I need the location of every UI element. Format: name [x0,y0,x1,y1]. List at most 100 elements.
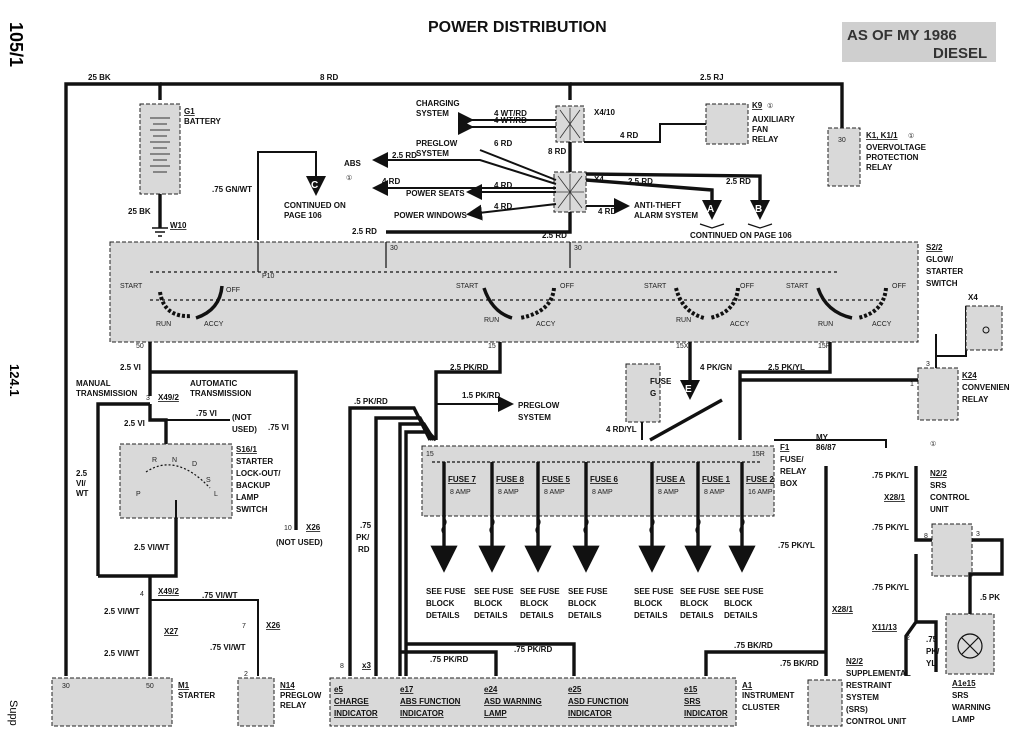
switch-run: RUN [818,321,833,328]
switch-accy: ACCY [872,321,892,328]
wire-to-a [585,178,714,200]
connector-x28-1b: X28/1 [832,605,853,614]
connector-x49-2: X49/2 [158,393,179,402]
switch-inputs [257,242,571,272]
wire-label: 4 RD [382,177,400,186]
starter-label: STARTER [178,691,215,700]
label-not-used: (NOT USED) [276,538,323,547]
fuse-see-details: SEE FUSE [568,587,608,596]
srs-label: SUPPLEMENTAL [846,669,911,678]
wire-label: 2.5 VI/WT [104,607,140,616]
wire-label: 4 RD [620,131,638,140]
indicator-e5-label: INDICATOR [334,709,378,718]
terminal: 30 [390,245,398,252]
switch-letter: S [206,477,211,484]
wire-label: .75 BK/RD [734,641,773,650]
connector-x26: X26 [306,523,321,532]
battery-id: G1 [184,107,195,116]
fuse-name: FUSE 8 [496,475,525,484]
wire-label: .75 PK/RD [430,655,468,664]
callout-c-label: C [311,180,318,191]
relay-k9-label: AUXILIARY [752,115,795,124]
indicator-e17-label: INDICATOR [400,709,444,718]
indicator-e24-label: ASD WARNING [484,697,542,706]
fuse-link [695,517,701,535]
wire-25bk-main [64,82,162,676]
switch-s16-label: SWITCH [236,505,268,514]
label-preglow-system: SYSTEM [416,149,449,158]
indicator-e15-label: SRS [684,697,701,706]
callout-e-label: E [685,384,692,395]
wire-4rdyl [649,398,723,442]
switch-letter: N [172,457,177,464]
pin: 8 [924,533,928,540]
indicator-e25: e25 [568,685,582,694]
wire-label: WT [76,489,89,498]
wire-label: 2.5 RD [726,177,751,186]
indicator-e15-label: INDICATOR [684,709,728,718]
switch-start: START [456,283,479,290]
fuse-see-details: BLOCK [568,599,597,608]
wire-label: 2.5 VI [124,419,145,428]
page-title: POWER DISTRIBUTION [428,19,607,36]
wire-auto [148,404,168,444]
fuse-amp: 8 AMP [544,489,565,496]
wire-label: .75 VI [268,423,289,432]
switch-letter: L [214,491,218,498]
terminal: P10 [262,273,275,280]
indicator-e5-label: CHARGE [334,697,369,706]
fuse-see-details: SEE FUSE [474,587,514,596]
wire-label: .75 VI [196,409,217,418]
relay-k24-label: CONVENIENCE [962,383,1010,392]
wire-label: 4 RD [598,207,616,216]
battery-g1 [139,103,181,195]
fuse-name: FUSE 1 [702,475,731,484]
label-my: 86/87 [816,443,837,452]
wire-label: 4 WT/RD [494,109,527,118]
label-continued-on: CONTINUED ON [284,201,346,210]
terminal: 50 [136,343,144,350]
wire-k24-x4 [935,306,967,357]
label-manual: MANUAL [76,379,111,388]
fuse-name: FUSE A [656,475,685,484]
indicator-e25-label: INDICATOR [568,709,612,718]
wire-label: 2.5 VI [120,363,141,372]
relay-k1-label: OVERVOLTAGE [866,143,927,152]
terminal: 15 [488,343,496,350]
wire-label: 2.5 [76,469,88,478]
wire-label: .5 PK [980,593,1000,602]
wire-label: .75 PK/YL [872,583,909,592]
switch-accy: ACCY [730,321,750,328]
wire-label: 4 WT/RD [494,116,527,125]
wire-label: 2.5 RD [392,151,417,160]
wire-25rd-30 [386,212,572,234]
lamp-filament [961,637,979,655]
wire-label: 4 PK/GN [700,363,732,372]
fuse-see-details: SEE FUSE [426,587,466,596]
switch-s16-label: LAMP [236,493,259,502]
callout-a-label: A [707,204,714,215]
wire-label: .5 PK/RD [354,397,388,406]
label-automatic: AUTOMATIC [190,379,237,388]
wire-to-b [585,172,762,200]
wire-gn-wt [257,151,317,240]
callout-b-label: B [755,204,762,215]
pin: 1 [910,381,914,388]
callout-b [750,200,770,220]
label-transmission: TRANSMISSION [76,389,138,398]
wire-75viwt [150,599,259,676]
label-transmission: TRANSMISSION [190,389,252,398]
wire-label: RD [358,545,370,554]
fuse-see-details: DETAILS [634,611,668,620]
switch-off: OFF [892,283,906,290]
fuse-see-details: SEE FUSE [520,587,560,596]
fusebox-label: BOX [780,479,798,488]
wire-5pk [968,538,1004,614]
fuse-see-details: DETAILS [520,611,554,620]
fuse-see-details: BLOCK [724,599,753,608]
switch-start: START [786,283,809,290]
battery-label: BATTERY [184,117,222,126]
label-anti-theft: ANTI-THEFT [634,201,681,210]
starter-id: M1 [178,681,190,690]
